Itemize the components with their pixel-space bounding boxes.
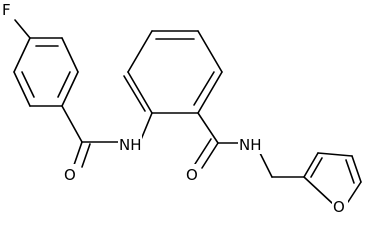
amide-1-oxygen-label: O	[64, 166, 76, 184]
amide-2-oxygen-label-bg	[185, 164, 201, 184]
bond-fluorophenyl-6	[13, 37, 31, 73]
bond-ring-carbonyl-2	[197, 112, 219, 144]
amide-2-nitrogen-label: NH	[239, 136, 262, 154]
bond-furan-3	[351, 155, 362, 183]
furan-oxygen-label-bg	[332, 196, 348, 216]
bond-carbonyl-1-oxygen-double	[81, 143, 91, 168]
bond-carbonyl-2-oxygen	[201, 142, 219, 169]
bond-furan-3-inner	[345, 159, 355, 184]
bond-fluorophenyl-5	[13, 71, 31, 107]
amide-2-nitrogen-label-bg	[238, 134, 262, 154]
chemical-structure-drawing: F O NH O NH O	[2, 1, 362, 216]
bond-central-ring-1-inner	[123, 75, 146, 112]
furan-oxygen-label: O	[333, 198, 345, 216]
bond-fluorophenyl-5-inner	[21, 71, 35, 98]
bond-fluorophenyl-3-inner	[57, 71, 71, 98]
bond-central-ring-2	[127, 30, 153, 73]
fluorine-label: F	[2, 1, 11, 19]
bond-central-ring-4	[197, 30, 223, 73]
bond-furan-1	[303, 152, 319, 178]
bond-central-ring-5	[197, 71, 223, 114]
bond-furan-5	[303, 176, 333, 204]
atom-labels: F O NH O NH O	[2, 1, 348, 216]
bond-central-ring-1	[127, 71, 153, 114]
amide-2-oxygen-label: O	[186, 166, 198, 184]
bond-furan-4	[347, 181, 362, 203]
bond-nitrogen-2-methylene	[259, 152, 273, 178]
bond-fluorophenyl-2	[61, 37, 79, 73]
bond-fluorophenyl-3	[61, 71, 79, 107]
bond-ring-carbonyl-1	[61, 105, 83, 143]
amide-1-nitrogen-label: NH	[119, 136, 142, 154]
amide-1-nitrogen-label-bg	[118, 134, 142, 154]
bond-f-c	[14, 19, 31, 39]
bond-furan-1-inner	[310, 157, 323, 178]
bond-central-ring-5-inner	[193, 71, 215, 106]
bond-carbonyl-1-oxygen	[73, 141, 83, 166]
bonds	[13, 19, 362, 204]
bond-carbonyl-2-oxygen-double	[194, 138, 212, 165]
amide-1-oxygen-label-bg	[63, 164, 79, 184]
bond-furan-2	[317, 152, 353, 157]
